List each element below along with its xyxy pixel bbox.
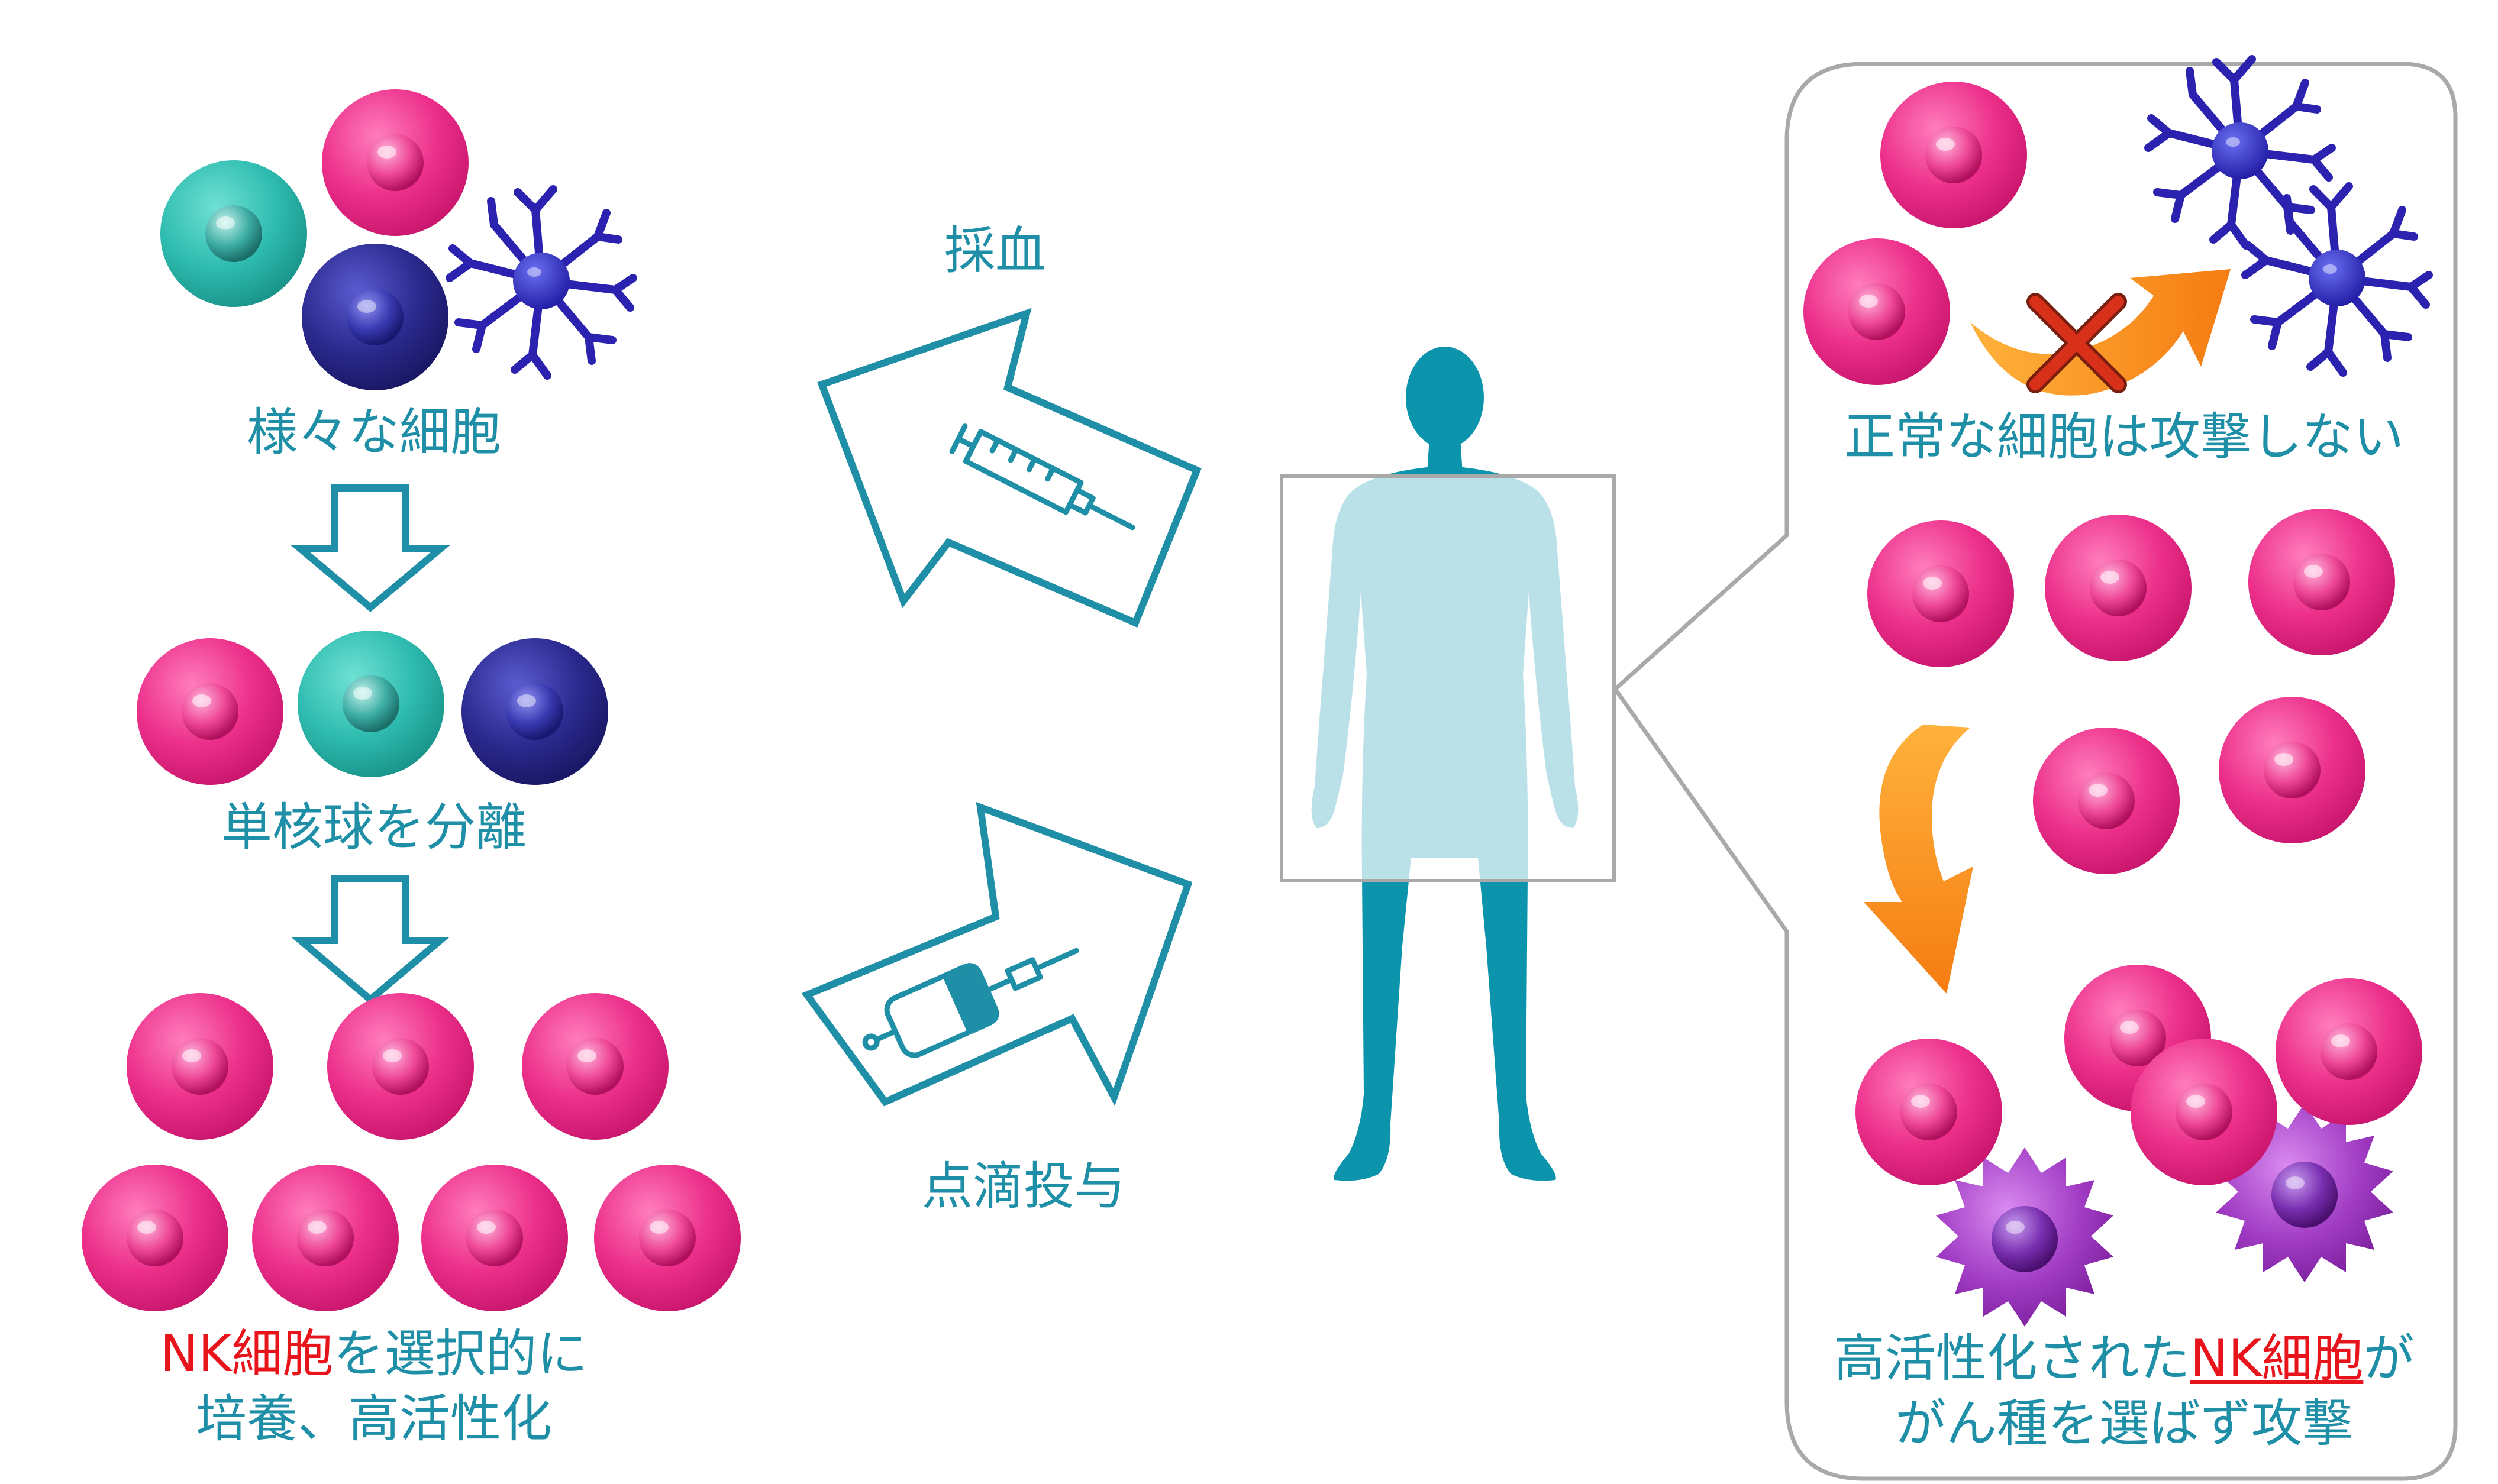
nk-cell (127, 993, 273, 1140)
nk-cell (82, 1165, 228, 1311)
mononuclear-cells-row (137, 631, 608, 785)
step1-label: 様々な細胞 (247, 403, 501, 462)
nk-cell (2248, 509, 2395, 655)
attempt-arrow (1970, 269, 2231, 396)
lymphocyte-cell (302, 244, 448, 390)
nk-cell (2131, 1039, 2277, 1185)
nk-cell (522, 993, 669, 1140)
iv-bag-icon (862, 948, 1079, 1058)
step3-label-rest: を選択的に (333, 1324, 588, 1383)
attack-label-prefix: 高活性化された (1834, 1329, 2190, 1388)
nk-cell (2276, 978, 2422, 1125)
nk-cell (252, 1165, 399, 1311)
attack-label-suffix: が (2363, 1329, 2415, 1388)
dendritic-cell (450, 189, 633, 376)
step3-label: NK細胞を選択的に (160, 1325, 588, 1383)
curved-down-arrow (1864, 725, 1973, 994)
nk-cell (137, 638, 283, 785)
nk-cell (1803, 238, 1950, 385)
nk-cell (1855, 1039, 2002, 1185)
nk-cell-highlight: NK細胞 (160, 1324, 334, 1383)
infusion-label: 点滴投与 (922, 1157, 1125, 1216)
infusion-arrow (801, 801, 1193, 1107)
syringe-icon (949, 423, 1135, 531)
step3-label-line2: 培養、高活性化 (196, 1389, 552, 1449)
nk-cell (327, 993, 474, 1140)
nk-cell (322, 89, 469, 236)
cultured-nk-cells (82, 993, 741, 1311)
monocyte-cell (298, 631, 444, 777)
down-arrow-1 (291, 484, 450, 612)
nk-cell (2045, 515, 2192, 661)
attack-label-line2: がん種を選ばず攻撃 (1895, 1394, 2353, 1453)
blood-draw-label: 採血 (944, 221, 1046, 280)
cross-mark-icon (2026, 293, 2127, 393)
no-attack-label: 正常な細胞は攻撃しない (1844, 408, 2404, 467)
blood-draw-arrow-main (817, 308, 1202, 628)
zoom-frame (1280, 474, 1616, 882)
attack-label: 高活性化されたNK細胞が (1834, 1330, 2415, 1388)
nk-cell (2033, 728, 2180, 874)
lymphocyte-cell (461, 638, 608, 785)
nk-cell-highlight: NK細胞 (2190, 1329, 2364, 1388)
monocyte-cell (160, 160, 307, 307)
down-arrow-2 (291, 875, 450, 1004)
step2-label: 単核球を分離 (221, 798, 527, 857)
nk-cell (1880, 82, 2027, 228)
nk-cell (594, 1165, 741, 1311)
nk-cell (2219, 697, 2365, 843)
mixed-cells-cluster (160, 89, 633, 390)
nk-cell (1867, 520, 2014, 667)
nk-cell (421, 1165, 568, 1311)
